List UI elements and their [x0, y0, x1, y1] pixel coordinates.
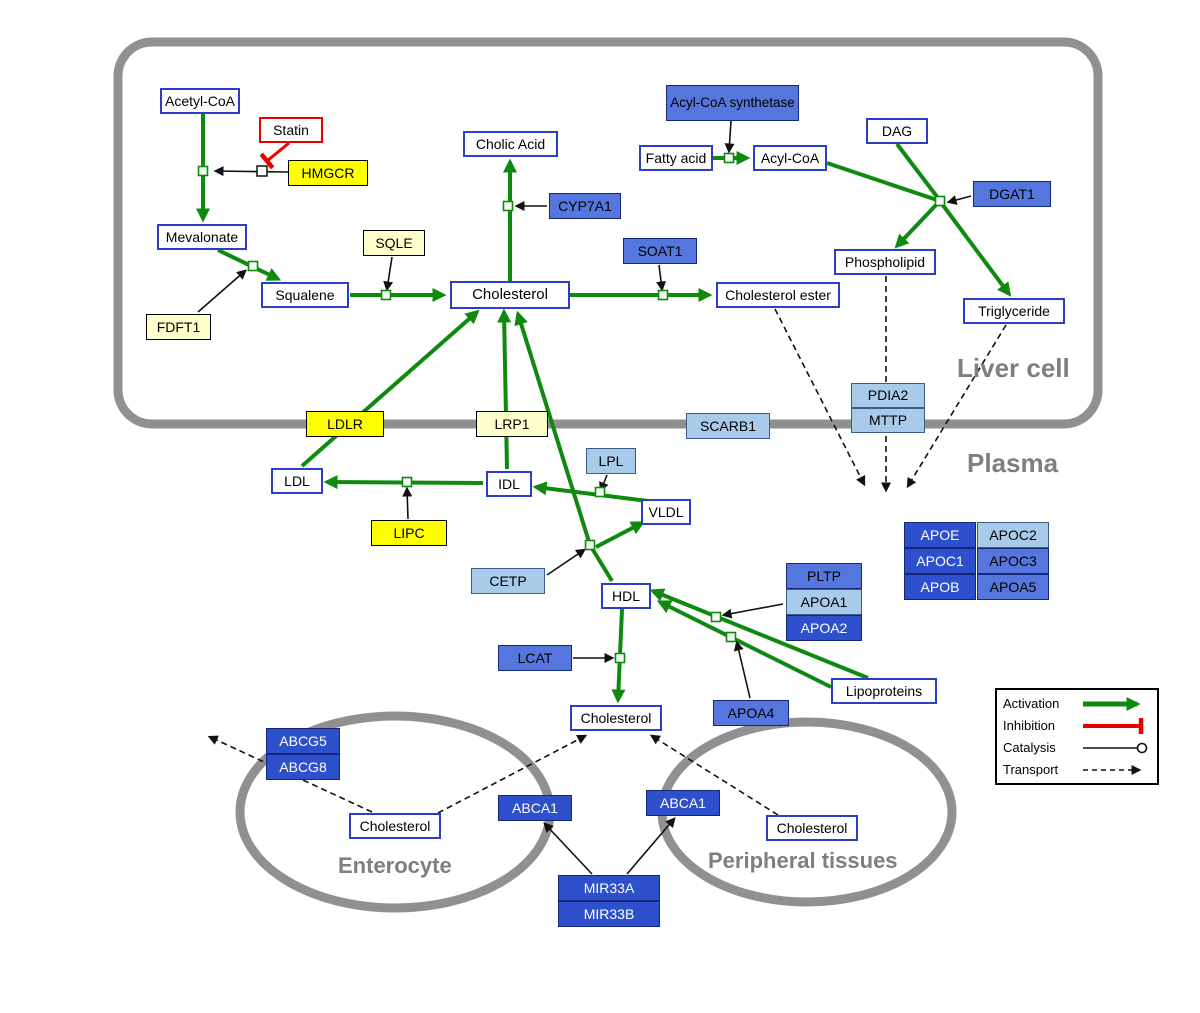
node-lrp1[interactable]: LRP1 [476, 411, 548, 437]
node-vldl[interactable]: VLDL [641, 499, 691, 525]
inhibition-edge [256, 141, 290, 177]
legend: Activation Inhibition Catalysis Transpor… [995, 688, 1159, 785]
node-cholesterol-plasma[interactable]: Cholesterol [570, 705, 662, 731]
node-abca1-right[interactable]: ABCA1 [646, 790, 720, 816]
node-cholesterol-enterocyte[interactable]: Cholesterol [349, 813, 441, 839]
node-lipoproteins[interactable]: Lipoproteins [831, 678, 937, 704]
node-apoa1[interactable]: APOA1 [786, 589, 862, 615]
node-lpl[interactable]: LPL [586, 448, 636, 474]
legend-row-inhibition: Inhibition [1003, 716, 1151, 735]
legend-row-transport: Transport [1003, 760, 1151, 779]
node-apoa2[interactable]: APOA2 [786, 615, 862, 641]
node-abcg8[interactable]: ABCG8 [266, 754, 340, 780]
node-sqle[interactable]: SQLE [363, 230, 425, 256]
node-acetyl-coa[interactable]: Acetyl-CoA [160, 88, 240, 114]
node-apoa4[interactable]: APOA4 [713, 700, 789, 726]
node-acyl-coa-synthetase[interactable]: Acyl-CoA synthetase [666, 85, 799, 121]
catalysis-anchor-square [256, 165, 268, 177]
node-dgat1[interactable]: DGAT1 [973, 181, 1051, 207]
node-lcat[interactable]: LCAT [498, 645, 572, 671]
node-pltp[interactable]: PLTP [786, 563, 862, 589]
transport-dashed-arrow-icon [1083, 764, 1142, 775]
node-cholic-acid[interactable]: Cholic Acid [463, 131, 558, 157]
catalysis-edges [197, 120, 972, 875]
peripheral-tissues-label: Peripheral tissues [708, 848, 898, 873]
node-hdl[interactable]: HDL [601, 583, 651, 609]
node-dag[interactable]: DAG [866, 118, 928, 144]
inhibition-tbar-icon [1083, 717, 1144, 734]
catalysis-circle-icon [1083, 742, 1148, 753]
transport-edges [207, 276, 1007, 816]
node-acyl-coa[interactable]: Acyl-CoA [753, 145, 827, 171]
node-cetp[interactable]: CETP [471, 568, 545, 594]
node-idl[interactable]: IDL [486, 471, 532, 497]
node-fdft1[interactable]: FDFT1 [146, 314, 211, 340]
node-cyp7a1[interactable]: CYP7A1 [549, 193, 621, 219]
node-soat1[interactable]: SOAT1 [623, 238, 697, 264]
activation-arrow-icon [1083, 696, 1141, 711]
legend-row-activation: Activation [1003, 694, 1151, 713]
node-cholesterol-liver[interactable]: Cholesterol [450, 281, 570, 309]
node-apob[interactable]: APOB [904, 574, 976, 600]
plasma-label: Plasma [967, 448, 1059, 478]
node-cholesterol-peripheral[interactable]: Cholesterol [766, 815, 858, 841]
node-apoe[interactable]: APOE [904, 522, 976, 548]
legend-activation-label: Activation [1003, 696, 1060, 711]
node-abcg5[interactable]: ABCG5 [266, 728, 340, 754]
node-apoc3[interactable]: APOC3 [977, 548, 1049, 574]
node-fatty-acid[interactable]: Fatty acid [639, 145, 713, 171]
node-mttp[interactable]: MTTP [851, 408, 925, 433]
node-apoa5[interactable]: APOA5 [977, 574, 1049, 600]
node-cholesterol-ester[interactable]: Cholesterol ester [716, 282, 840, 308]
node-statin[interactable]: Statin [259, 117, 323, 143]
enterocyte-label: Enterocyte [338, 853, 452, 878]
node-mevalonate[interactable]: Mevalonate [157, 224, 247, 250]
node-abca1-left[interactable]: ABCA1 [498, 795, 572, 821]
node-scarb1[interactable]: SCARB1 [686, 413, 770, 439]
legend-row-catalysis: Catalysis [1003, 738, 1151, 757]
legend-catalysis-label: Catalysis [1003, 740, 1056, 755]
junction-nodes [197, 152, 946, 664]
legend-inhibition-label: Inhibition [1003, 718, 1056, 733]
node-ldlr[interactable]: LDLR [306, 411, 384, 437]
node-hmgcr[interactable]: HMGCR [288, 160, 368, 186]
node-ldl[interactable]: LDL [271, 468, 323, 494]
node-mir33b[interactable]: MIR33B [558, 901, 660, 927]
node-apoc2[interactable]: APOC2 [977, 522, 1049, 548]
node-apoc1[interactable]: APOC1 [904, 548, 976, 574]
liver-cell-membrane [113, 37, 1103, 429]
liver-cell-label: Liver cell [957, 353, 1070, 383]
node-lipc[interactable]: LIPC [371, 520, 447, 546]
node-mir33a[interactable]: MIR33A [558, 875, 660, 901]
node-pdia2[interactable]: PDIA2 [851, 383, 925, 408]
node-triglyceride[interactable]: Triglyceride [963, 298, 1065, 324]
node-phospholipid[interactable]: Phospholipid [834, 249, 936, 275]
node-squalene[interactable]: Squalene [261, 282, 349, 308]
legend-transport-label: Transport [1003, 762, 1059, 777]
